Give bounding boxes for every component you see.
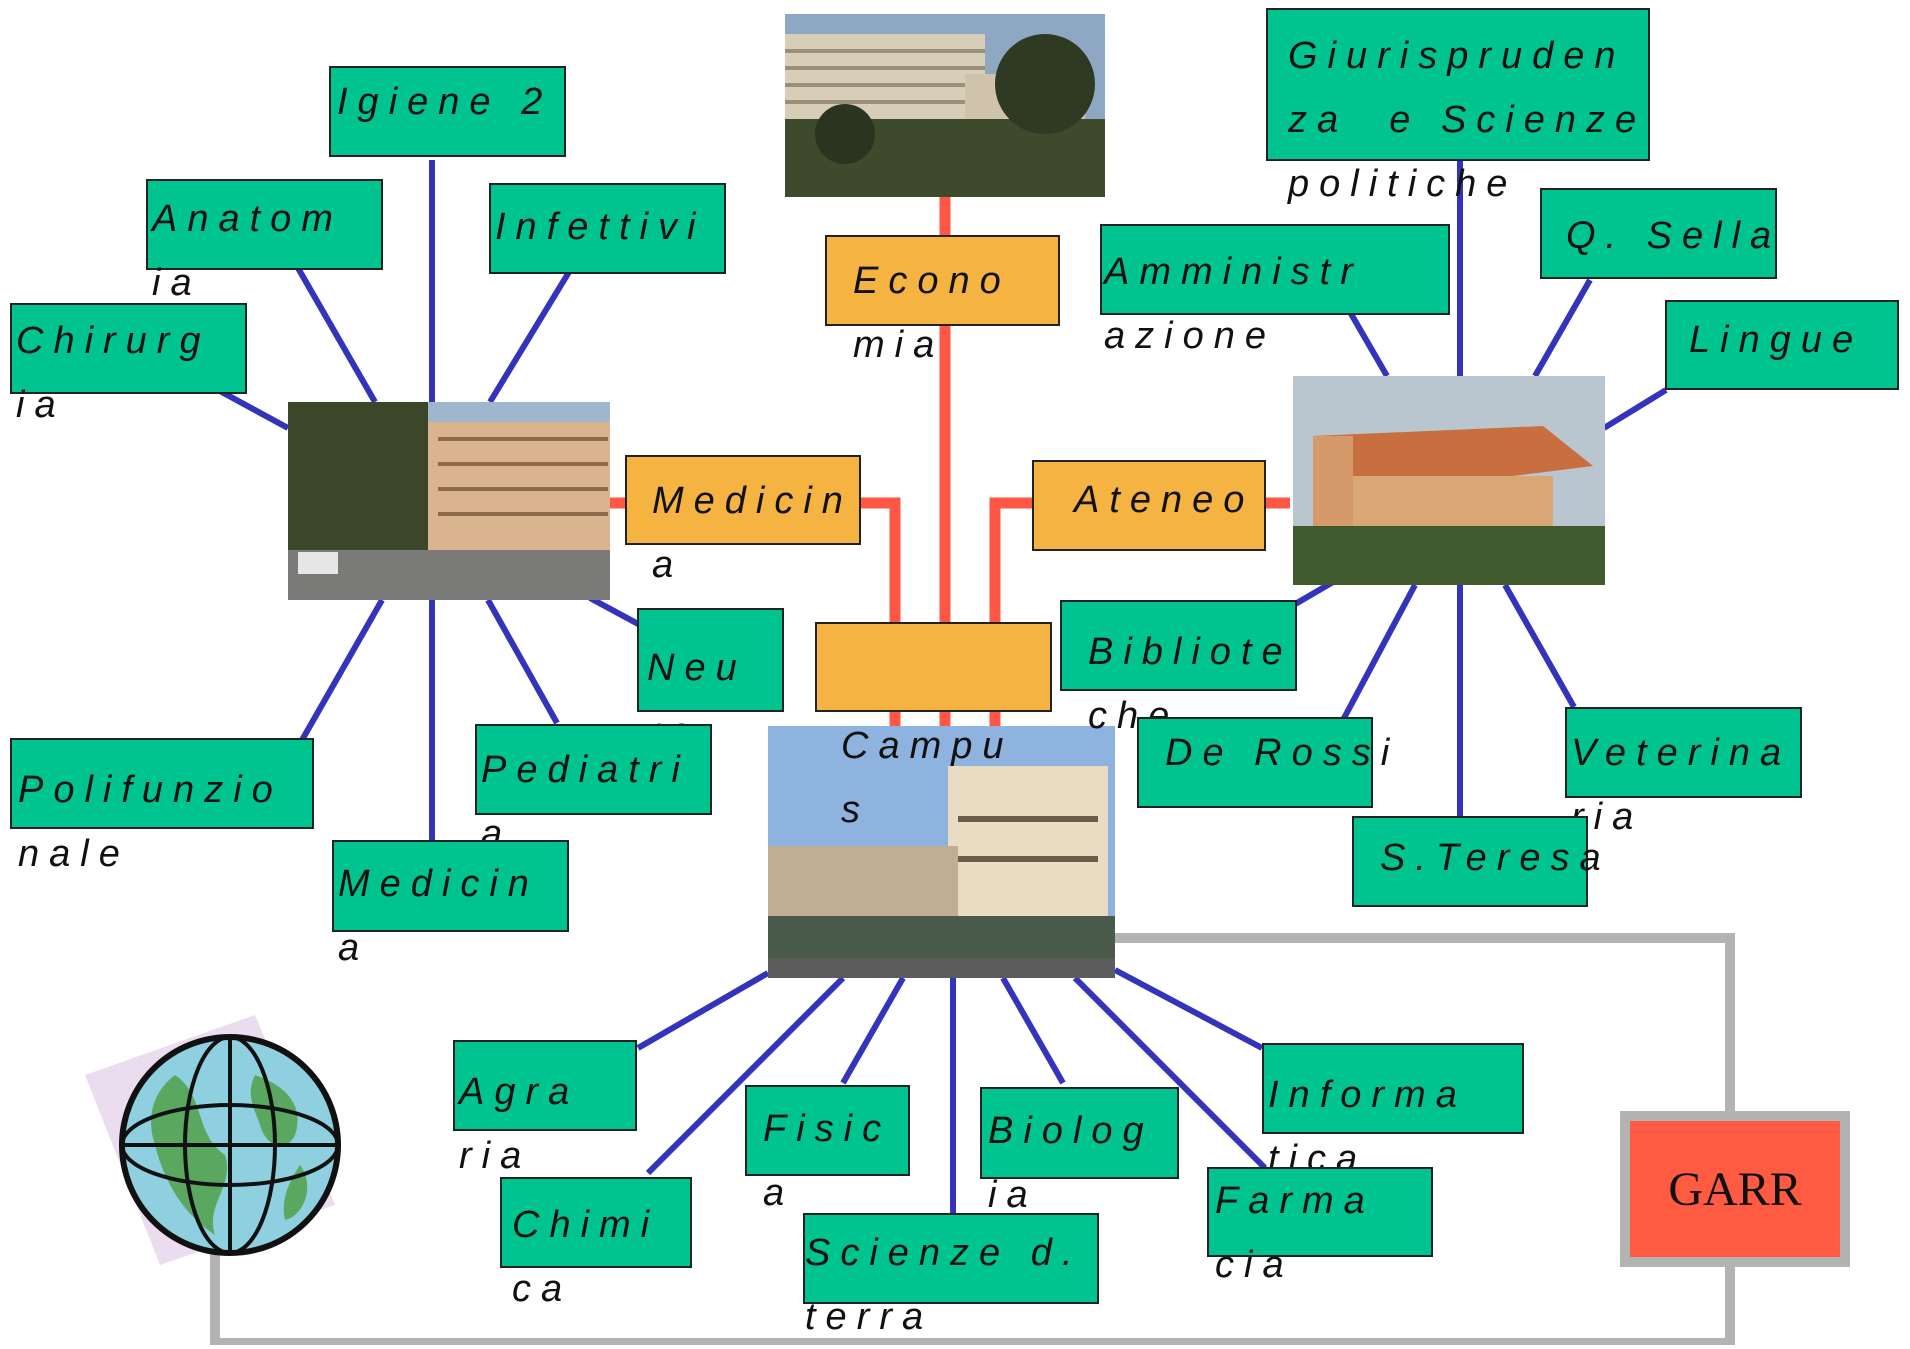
- dept-giurisprudenza-label: Giurispruden za e Scienze politiche: [1288, 35, 1647, 205]
- garr-node[interactable]: GARR: [1620, 1111, 1850, 1267]
- dept-biologia[interactable]: Biolog ia: [980, 1087, 1179, 1216]
- link-informatica: [1113, 967, 1264, 1051]
- dept-amministrazione-label: Amministr azione: [1104, 251, 1363, 357]
- dept-derossi-label: De Rossi: [1165, 732, 1400, 774]
- hub-ateneo-label: Ateneo: [1074, 479, 1255, 521]
- link-lingue: [1602, 387, 1668, 431]
- hub-economia-label: Econo mia: [853, 260, 1011, 366]
- dept-infettivi-label: Infettivi: [495, 206, 706, 248]
- dept-neuro[interactable]: Neu ro: [637, 608, 784, 753]
- dept-igiene[interactable]: Igiene 2: [329, 66, 566, 157]
- dept-chimica[interactable]: Chimi ca: [500, 1177, 692, 1310]
- link-veterinaria: [1502, 583, 1577, 709]
- dept-veterinaria[interactable]: Veterina ria: [1565, 707, 1802, 838]
- dept-anatomia[interactable]: Anatom ia: [146, 179, 383, 304]
- dept-pediatria-label: Pediatri a: [481, 749, 690, 855]
- dept-sella[interactable]: Q. Sella: [1540, 188, 1777, 279]
- dept-derossi[interactable]: De Rossi: [1137, 717, 1389, 808]
- dept-scienze-terra-label: Scienze d. terra: [805, 1232, 1083, 1338]
- dept-scienze-terra[interactable]: Scienze d. terra: [803, 1213, 1099, 1338]
- link-infettivi: [487, 270, 572, 404]
- dept-anatomia-label: Anatom ia: [152, 198, 343, 304]
- dept-farmacia-label: Farma cia: [1215, 1180, 1375, 1286]
- dept-pediatria[interactable]: Pediatri a: [475, 724, 712, 855]
- link-anatomia: [295, 266, 378, 404]
- dept-fisica[interactable]: Fisic a: [745, 1085, 910, 1214]
- dept-biblioteche[interactable]: Bibliote che: [1060, 600, 1297, 737]
- link-derossi: [1340, 583, 1418, 722]
- ateneo-photo: [1293, 376, 1605, 585]
- link-agraria: [636, 970, 770, 1051]
- dept-igiene-label: Igiene 2: [337, 81, 553, 123]
- medicine-photo: [288, 402, 610, 600]
- link-polifunzionale: [299, 598, 385, 742]
- dept-lingue[interactable]: Lingue: [1665, 300, 1899, 390]
- dept-agraria[interactable]: Agra ria: [453, 1040, 637, 1177]
- dept-informatica[interactable]: Informa tica: [1262, 1043, 1524, 1180]
- dept-giurisprudenza[interactable]: Giurispruden za e Scienze politiche: [1266, 8, 1650, 205]
- link-farmacia: [1072, 975, 1268, 1171]
- dept-teresa[interactable]: S.Teresa: [1352, 816, 1601, 907]
- link-amministrazione: [1347, 310, 1390, 378]
- hub-campus-label: Campu s: [841, 725, 1014, 831]
- link-campus-garr: [1113, 933, 1735, 1111]
- dept-farmacia[interactable]: Farma cia: [1207, 1167, 1433, 1286]
- dept-fisica-label: Fisic a: [763, 1108, 892, 1214]
- hub-medicina[interactable]: Medicin a: [625, 455, 861, 586]
- hub-ateneo[interactable]: Ateneo: [1032, 460, 1266, 551]
- hub-economia[interactable]: Econo mia: [825, 235, 1060, 366]
- dept-infettivi[interactable]: Infettivi: [489, 183, 726, 274]
- dept-agraria-label: Agra ria: [459, 1071, 580, 1177]
- dept-amministrazione[interactable]: Amministr azione: [1100, 224, 1450, 357]
- link-chimica: [645, 975, 846, 1176]
- link-sella: [1532, 278, 1593, 378]
- dept-medicina[interactable]: Medicin a: [332, 840, 569, 969]
- dept-biologia-label: Biolog ia: [988, 1110, 1154, 1216]
- hub-medicina-label: Medicin a: [652, 480, 853, 586]
- globe-icon: [85, 1015, 355, 1270]
- link-pediatria: [485, 598, 560, 725]
- dept-lingue-label: Lingue: [1689, 319, 1864, 361]
- dept-polifunzionale[interactable]: Polifunzio nale: [10, 738, 314, 875]
- dept-chimica-label: Chimi ca: [512, 1204, 660, 1310]
- hub-campus[interactable]: Campu s: [815, 622, 1052, 831]
- dept-medicina-label: Medicin a: [338, 863, 539, 969]
- link-neuro: [588, 595, 642, 628]
- link-chirurgia: [216, 387, 290, 431]
- dept-chirurgia[interactable]: Chirurg ia: [10, 303, 247, 426]
- economia-photo: [785, 14, 1105, 197]
- dept-sella-label: Q. Sella: [1566, 215, 1782, 257]
- link-globe-garr: [210, 1228, 1735, 1345]
- garr-label: GARR: [1668, 1162, 1802, 1216]
- dept-teresa-label: S.Teresa: [1380, 837, 1611, 879]
- campus-photo: [768, 726, 1115, 978]
- dept-polifunzionale-label: Polifunzio nale: [18, 769, 283, 875]
- link-biologia: [1000, 976, 1066, 1085]
- dept-biblioteche-label: Bibliote che: [1088, 631, 1293, 737]
- link-fisica: [840, 976, 906, 1085]
- dept-chirurgia-label: Chirurg ia: [16, 320, 211, 426]
